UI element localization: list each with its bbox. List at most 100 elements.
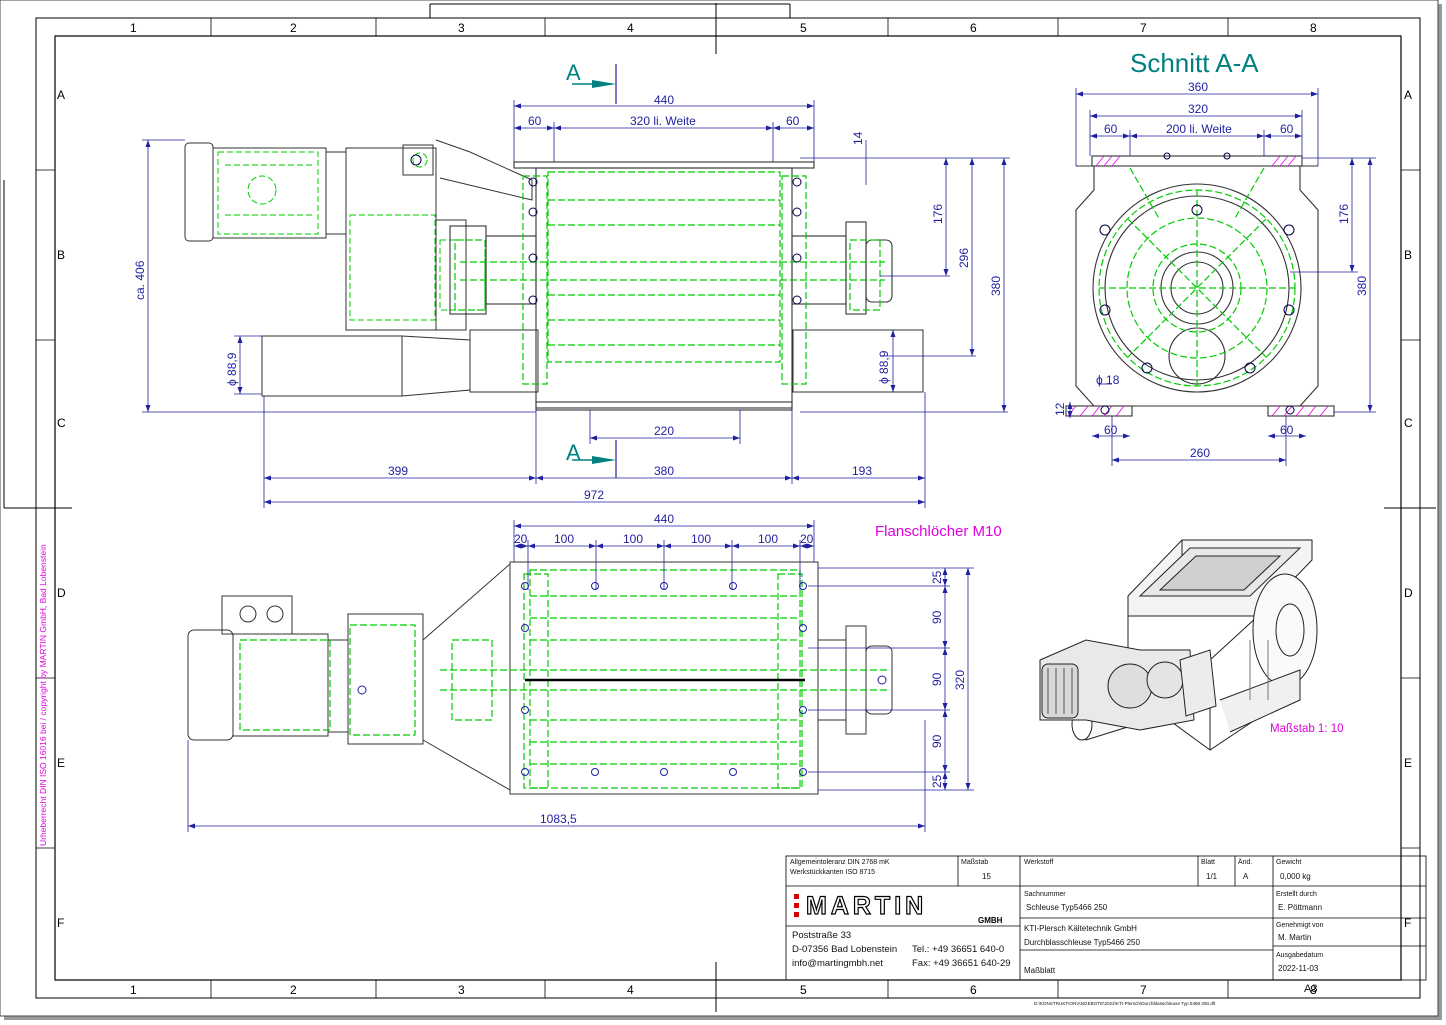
isometric-view [1039,539,1318,751]
address-email: info@martingmbh.net [792,958,883,969]
dim-25-top-bottom: 25 [930,570,944,584]
part-description: Durchblasschleuse Typ5466 250 [1024,938,1140,947]
section-title: Schnitt A-A [1130,48,1259,78]
dimension-labels-bottom-view: 440 20 100 100 100 100 20 25 90 90 90 25… [514,512,967,826]
dimension-labels-top-view: 440 60 320 li. Weite 60 14 176 296 380 c… [133,93,1003,502]
tolerance-edges: Werkstückkanten ISO 8715 [790,869,875,876]
dim-193-top: 193 [852,464,872,478]
issue-date-label: Ausgabedatum [1276,952,1323,959]
dim-90-2-bottom: 90 [930,672,944,686]
section-bolts [1099,152,1295,415]
dim-dia18-section: ϕ 18 [1096,373,1120,387]
zone-col-5-top: 5 [800,21,807,35]
dim-100-3-bottom: 100 [691,532,711,546]
section-view: Schnitt A-A [1053,48,1376,466]
revision-value: A [1243,872,1249,881]
dimensions-bottom-view [187,520,974,832]
zone-row-B-left: B [57,248,65,262]
zone-labels-bottom: 1 2 3 4 5 6 7 8 [130,983,1317,997]
dim-320-section: 320 [1188,102,1208,116]
dim-1083-bottom: 1083,5 [540,812,577,826]
dim-380-length-top: 380 [654,464,674,478]
dim-220-top: 220 [654,424,674,438]
zone-col-3-top: 3 [458,21,465,35]
dim-440-top: 440 [654,93,674,107]
section-marker-bottom: A [566,440,617,478]
revision-label: Änd. [1238,858,1252,866]
address-street: Poststraße 33 [792,930,851,941]
dim-176-top: 176 [931,204,945,224]
dim-176-section: 176 [1337,204,1351,224]
zone-col-8-bottom: 8 [1310,983,1317,997]
zone-col-4-bottom: 4 [627,983,634,997]
zone-col-3-bottom: 3 [458,983,465,997]
section-hatching [1067,155,1329,417]
flange-holes-note: Flanschlöcher M10 [875,523,1002,540]
dim-440-bottom: 440 [654,512,674,526]
zone-row-B-right: B [1404,248,1412,262]
zone-col-6-bottom: 6 [970,983,977,997]
blow-pipe-top [261,329,924,397]
logo-text: MARTIN [806,892,927,920]
zone-col-1-bottom: 1 [130,983,137,997]
dim-90-3-bottom: 90 [930,734,944,748]
zone-labels-top: 1 2 3 4 5 6 7 8 [130,21,1317,35]
dim-20-right-bottom: 20 [800,532,814,546]
dimension-labels-section: 360 320 60 200 li. Weite 60 176 380 ϕ 18… [1053,80,1369,460]
copyright-notice: Urheberrecht DIN ISO 16016 bei / copyrig… [38,544,48,846]
centering-marks [3,3,1436,1012]
zone-labels-left: A B C D E F [57,88,66,930]
scale-note: Maßstab 1: 10 [1270,723,1344,735]
section-marker-label-bottom: A [566,440,581,465]
part-number-label: Sachnummer [1024,891,1066,898]
dim-dia-left-top: ϕ 88,9 [225,352,239,386]
dim-296-top: 296 [957,248,971,268]
phone-number: Tel.: +49 36651 640-0 [912,944,1004,955]
address-city: D-07356 Bad Lobenstein [792,944,897,955]
section-rotor-hidden [1098,167,1296,387]
dim-60-flange-right: 60 [1280,423,1294,437]
dim-12-section: 12 [1053,402,1067,416]
zone-col-5-bottom: 5 [800,983,807,997]
dim-260-section: 260 [1190,446,1210,460]
title-block [785,855,1427,981]
part-number-value: Schleuse Typ5466 250 [1026,903,1108,912]
file-path: D:\KONSTRUKTION\ANGEBOTE\2022\KTI-Plersc… [1034,1001,1216,1006]
top-view: A A [133,60,1010,508]
dim-60-flange-left: 60 [1104,423,1118,437]
zone-row-D-left: D [57,586,66,600]
zone-col-4-top: 4 [627,21,634,35]
document-type: Maßblatt [1024,966,1056,975]
dimensions-section [1067,88,1376,466]
dim-399-top: 399 [388,464,408,478]
created-by-label: Erstellt durch [1276,891,1317,898]
zone-col-1-top: 1 [130,21,137,35]
dim-320-bottom: 320 [953,670,967,690]
zone-row-F-right: F [1404,916,1411,930]
dim-100-1-bottom: 100 [554,532,574,546]
zone-col-7-bottom: 7 [1140,983,1147,997]
dim-60-left-top: 60 [528,114,542,128]
rotor-top-hidden [454,171,885,385]
zone-col-7-top: 7 [1140,21,1147,35]
zone-col-2-bottom: 2 [290,983,297,997]
logo-suffix: GMBH [978,916,1003,925]
zone-labels-right: A B C D E F [1404,88,1413,930]
created-by-value: E. Pöttmann [1278,903,1322,912]
dim-60-right-section: 60 [1280,122,1294,136]
dim-90-1-bottom: 90 [930,610,944,624]
approved-by-label: Genehmigt von [1276,922,1324,929]
flange-holes-bottom [357,582,887,776]
dim-100-2-bottom: 100 [623,532,643,546]
scale-label: Maßstab [961,859,988,866]
dim-320-inner-top: 320 li. Weite [630,114,696,128]
title-block-text: Allgemeintoleranz DIN 2768 mK Werkstückk… [790,858,1324,1006]
section-marker-label-top: A [566,60,581,85]
bolts-top [410,154,802,305]
weight-value: 0,000 kg [1280,872,1311,881]
dimensions-top-view [142,100,1010,508]
issue-date-value: 2022-11-03 [1278,964,1319,973]
scale-value: 15 [982,872,991,881]
dim-14-top: 14 [851,131,865,145]
